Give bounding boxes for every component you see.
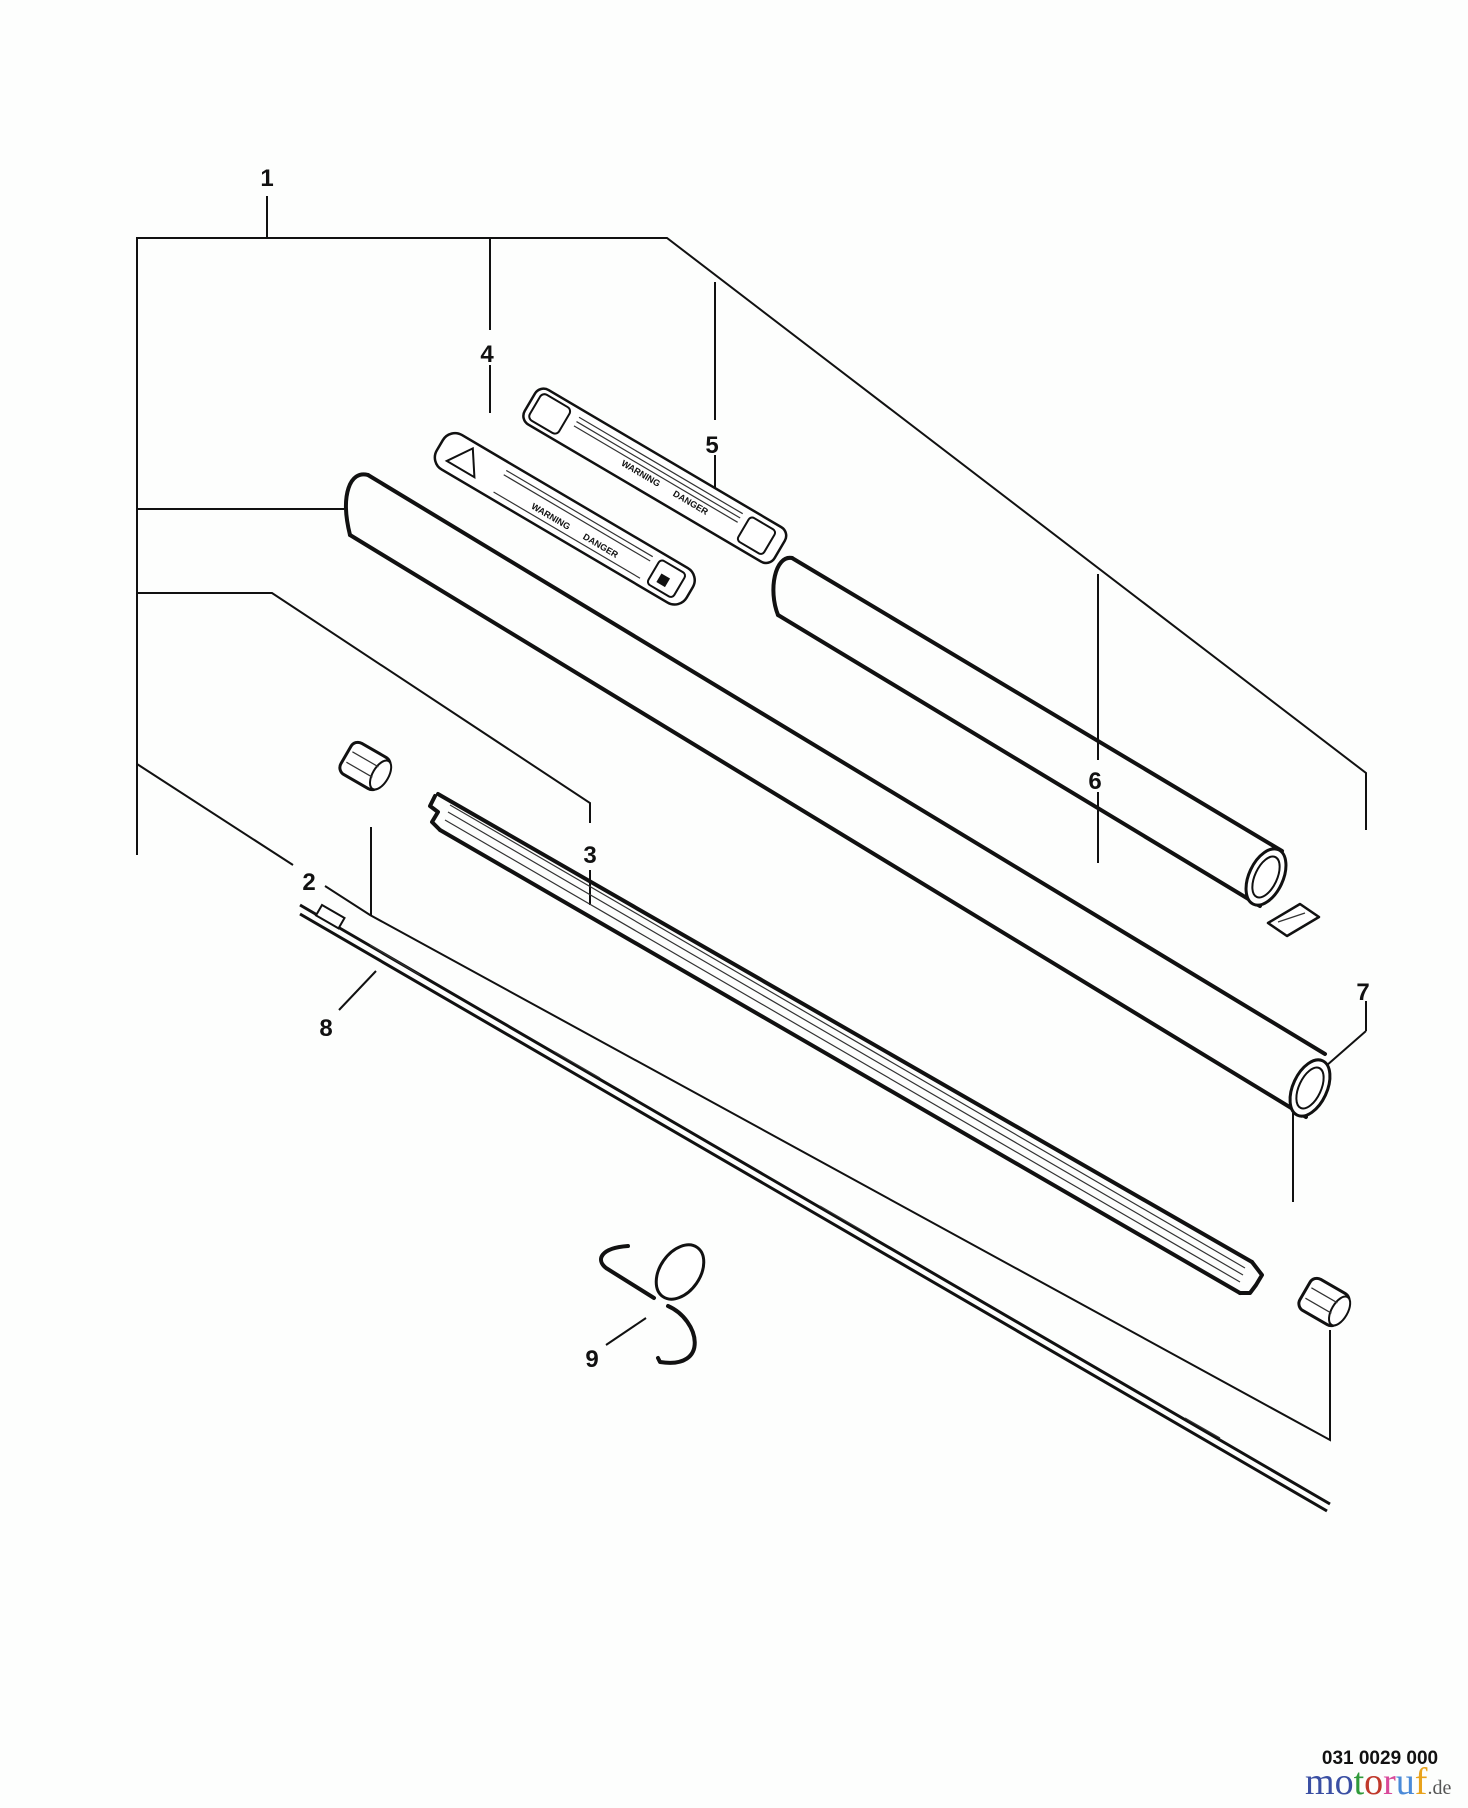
bushing-upper — [338, 740, 393, 792]
hook — [599, 1243, 706, 1365]
wm-letter: f — [1414, 1761, 1428, 1803]
callout-7: 7 — [1356, 979, 1369, 1006]
callout-4: 4 — [480, 341, 494, 368]
decal-4: WARNING DANGER — [433, 431, 696, 606]
wm-letter: u — [1395, 1761, 1415, 1803]
callout-8: 8 — [319, 1015, 332, 1042]
leader-lines — [136, 196, 1367, 1442]
wm-letter: t — [1353, 1761, 1365, 1803]
callout-9: 9 — [585, 1346, 598, 1373]
wm-letter: o — [1364, 1761, 1384, 1803]
wm-letter: o — [1334, 1761, 1354, 1803]
decal-5: WARNING DANGER — [522, 387, 788, 565]
drive-shaft — [299, 903, 1331, 1513]
bushing-lower — [1297, 1276, 1352, 1328]
outer-tube — [771, 555, 1288, 908]
wm-tld: .de — [1427, 1777, 1452, 1799]
callout-6: 6 — [1088, 768, 1101, 795]
callout-labels: 1 2 3 4 5 6 7 8 9 — [260, 165, 1369, 1373]
callout-2: 2 — [302, 869, 315, 896]
callout-5: 5 — [705, 432, 718, 459]
wm-letter: m — [1305, 1761, 1335, 1803]
main-tube — [344, 472, 1332, 1119]
wm-letter: r — [1383, 1761, 1396, 1803]
callout-3: 3 — [583, 842, 596, 869]
reference-number: 031 0029 000 — [1321, 1748, 1439, 1769]
liner — [428, 792, 1264, 1295]
callout-1: 1 — [260, 165, 273, 192]
clip-plate — [1266, 902, 1321, 938]
watermark-logo: motoruf.de — [1305, 1762, 1451, 1808]
